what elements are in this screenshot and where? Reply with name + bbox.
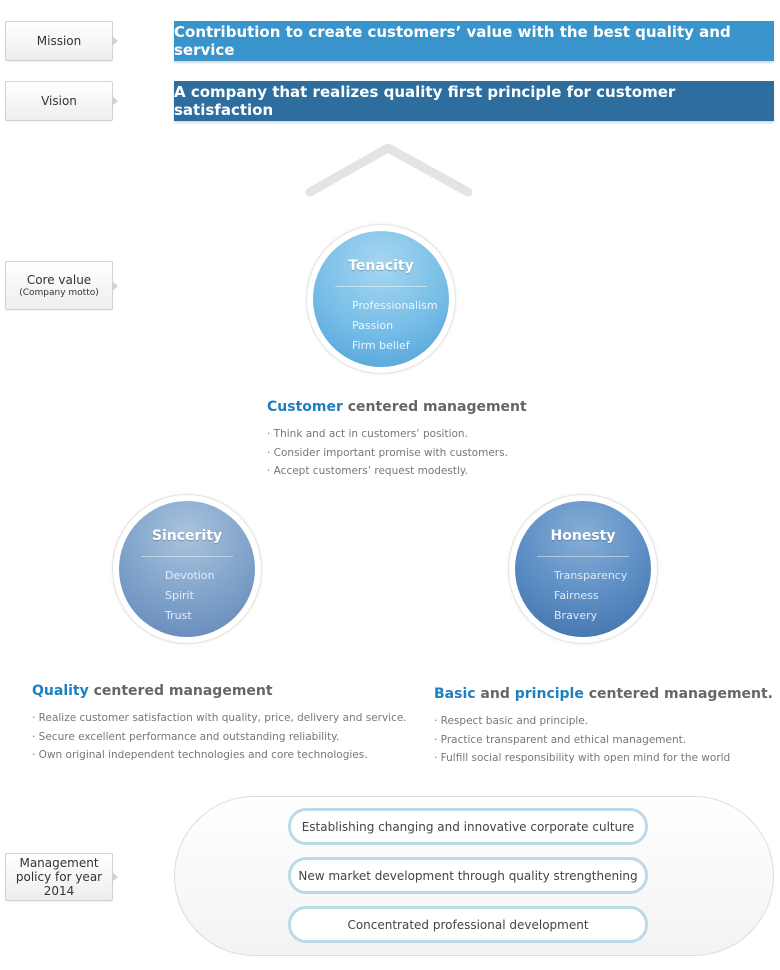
list-item: Passion bbox=[352, 319, 394, 332]
mission-label-text: Mission bbox=[36, 34, 82, 48]
list-item: Spirit bbox=[165, 589, 194, 602]
mission-label: Mission bbox=[5, 21, 118, 61]
quality-management-points: · Realize customer satisfaction with qua… bbox=[32, 709, 407, 765]
policy-item: Concentrated professional development bbox=[288, 906, 648, 943]
honesty-title: Honesty bbox=[550, 528, 616, 544]
list-item: · Realize customer satisfaction with qua… bbox=[32, 712, 407, 724]
list-item: Professionalism bbox=[352, 299, 438, 312]
quality-management-section: Quality centered management · Realize cu… bbox=[32, 683, 407, 765]
policy-item-text: Establishing changing and innovative cor… bbox=[301, 819, 635, 834]
divider bbox=[537, 556, 629, 557]
vision-statement: A company that realizes quality first pr… bbox=[174, 81, 774, 121]
policy-item: Establishing changing and innovative cor… bbox=[288, 808, 648, 845]
sincerity-circle: Sincerity Devotion Spirit Trust bbox=[112, 494, 262, 644]
list-item: · Secure excellent performance and outst… bbox=[32, 730, 340, 743]
management-policy-label-text: Management policy for year 2014 bbox=[15, 856, 103, 898]
list-item: Fairness bbox=[554, 589, 599, 602]
basic-principle-management-points: · Respect basic and principle. · Practic… bbox=[434, 712, 773, 768]
divider bbox=[141, 556, 233, 557]
policy-item: New market development through quality s… bbox=[288, 857, 648, 894]
core-value-sublabel: (Company motto) bbox=[19, 288, 99, 298]
list-item: · Respect basic and principle. bbox=[434, 715, 589, 727]
list-item: Transparency bbox=[554, 569, 628, 582]
mission-text: Contribution to create customers’ value … bbox=[174, 23, 731, 59]
list-item: · Fulfill social responsibility with ope… bbox=[434, 752, 731, 764]
roof-icon bbox=[305, 143, 473, 197]
list-item: · Think and act in customers’ position. bbox=[267, 428, 468, 440]
sincerity-title: Sincerity bbox=[151, 528, 223, 544]
vision-label: Vision bbox=[5, 81, 118, 121]
list-item: · Consider important promise with custom… bbox=[267, 446, 508, 459]
customer-management-points: · Think and act in customers’ position. … bbox=[267, 425, 527, 481]
list-item: · Own original independent technologies … bbox=[32, 749, 368, 761]
tenacity-list: Professionalism Passion Firm belief bbox=[352, 296, 438, 356]
basic-principle-management-section: Basic and principle centered management.… bbox=[434, 686, 773, 768]
list-item: · Accept customers’ request modestly. bbox=[267, 465, 468, 477]
policy-item-text: Concentrated professional development bbox=[347, 917, 589, 932]
honesty-circle: Honesty Transparency Fairness Bravery bbox=[508, 494, 658, 644]
management-policy-label: Management policy for year 2014 bbox=[5, 853, 118, 901]
list-item: Devotion bbox=[165, 569, 215, 582]
divider bbox=[335, 286, 427, 287]
customer-management-section: Customer centered management · Think and… bbox=[267, 399, 527, 481]
sincerity-list: Devotion Spirit Trust bbox=[165, 566, 215, 626]
core-value-label-text: Core value bbox=[26, 273, 92, 287]
list-item: Bravery bbox=[554, 609, 598, 622]
core-value-label: Core value (Company motto) bbox=[5, 261, 118, 310]
tenacity-circle: Tenacity Professionalism Passion Firm be… bbox=[306, 224, 456, 374]
vision-label-text: Vision bbox=[41, 94, 77, 108]
list-item: Firm belief bbox=[352, 339, 410, 352]
list-item: · Practice transparent and ethical manag… bbox=[434, 733, 687, 746]
honesty-list: Transparency Fairness Bravery bbox=[554, 566, 627, 626]
policy-item-text: New market development through quality s… bbox=[298, 868, 638, 883]
tenacity-title: Tenacity bbox=[348, 258, 414, 274]
customer-management-heading: Customer centered management bbox=[267, 399, 527, 415]
quality-management-heading: Quality centered management bbox=[32, 683, 273, 699]
list-item: Trust bbox=[165, 609, 192, 622]
basic-principle-management-heading: Basic and principle centered management. bbox=[434, 686, 774, 702]
vision-text: A company that realizes quality first pr… bbox=[174, 83, 676, 119]
mission-statement: Contribution to create customers’ value … bbox=[174, 21, 774, 61]
